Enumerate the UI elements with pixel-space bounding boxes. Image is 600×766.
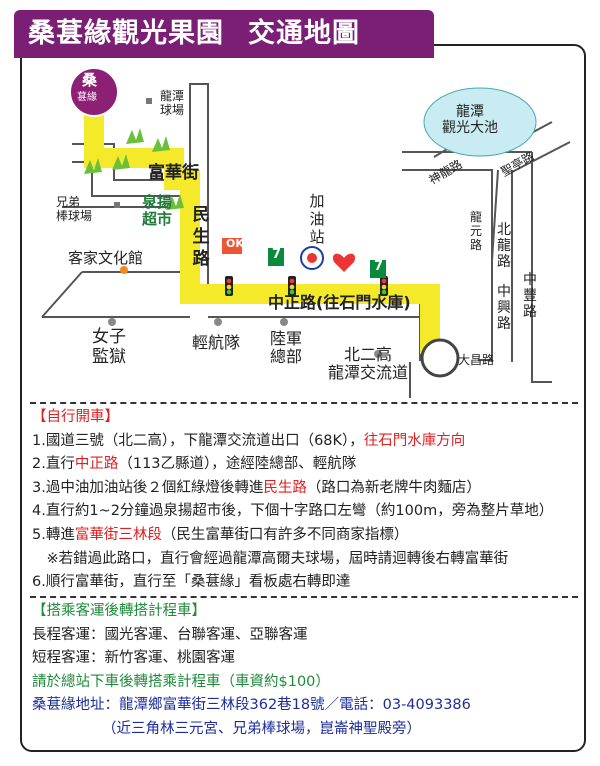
hakka-label: 客家文化館 [68, 249, 144, 267]
minsheng-road-label: 民生路 [192, 205, 210, 269]
prison-dot [108, 318, 116, 326]
seven-eleven-icon [370, 260, 386, 278]
beier-dot [374, 350, 382, 358]
driving-step-2: 2.直行中正路（113乙縣道），途經陸總部、輕航隊 [32, 456, 357, 473]
ok-store-icon [222, 238, 242, 254]
address-line: 桑葚緣地址：龍潭鄉富華街三林段362巷18號／電話：03-4093386 [32, 697, 471, 714]
title-banner: 桑葚緣觀光果園交通地圖 [14, 10, 434, 58]
driving-section: 【自行開車】 1.國道三號（北二高），下龍潭交流道出口（68K），往石門水庫方向… [32, 406, 577, 595]
dachang-road-label: 大昌路 [458, 353, 495, 367]
traffic-map: 桑 葚緣 龍潭 球場 兄弟 棒球場 泉揚 超市 客家文化館 富華街 民生路 加油… [22, 62, 580, 398]
seven-eleven-icon [268, 248, 284, 266]
driving-note: ※若錯過此路口，直行會經過龍潭高爾夫球場，屆時請迴轉後右轉富華街 [32, 550, 509, 567]
driving-step-3: 3.過中油加油站後２個紅綠燈後轉進民生路（路口為新老牌牛肉麵店） [32, 479, 481, 496]
divider [30, 402, 578, 404]
interchange-roundabout [420, 338, 460, 378]
heart-store-icon [332, 253, 356, 272]
zhongxing-road-label: 中興路 [497, 284, 511, 332]
logo-bottom-text: 葚緣 [77, 92, 97, 103]
gas-station-label: 加油站 [309, 192, 325, 246]
page-title: 桑葚緣觀光果園 [28, 18, 224, 49]
longyuan-road-label: 龍元路 [469, 210, 482, 252]
longtan-field-label: 龍潭 球場 [160, 89, 185, 117]
beilong-road-label: 北龍路 [497, 222, 511, 270]
hakka-dot [120, 266, 128, 274]
short-distance-bus: 短程客運：新竹客運、桃園客運 [32, 650, 235, 667]
taxi-instruction: 請於總站下車後轉搭乘計程車（車資約$100） [32, 673, 330, 690]
zhongfeng-road-label: 中豐路 [523, 272, 537, 320]
driving-step-1: 1.國道三號（北二高），下龍潭交流道出口（68K），往石門水庫方向 [32, 432, 466, 449]
quanyang-label: 泉揚 超市 [142, 193, 173, 229]
logo-top-text: 桑 [82, 71, 98, 89]
longtan-lake [423, 87, 537, 157]
army-hq-label: 陸軍 總部 [270, 329, 303, 367]
divider [30, 596, 578, 598]
driving-step-6: 6.順行富華街，直行至「桑葚緣」看板處右轉即達 [32, 574, 351, 591]
driving-step-5: 5.轉進富華街三林段（民生富華街口有許多不同商家指標） [32, 526, 409, 543]
brothers-field-label: 兄弟 棒球場 [56, 195, 93, 223]
seven-eleven-text: 7 [374, 259, 384, 274]
seven-eleven-text: 7 [272, 247, 282, 262]
bus-section: 【搭乘客運後轉搭計程車】 長程客運：國光客運、台聯客運、亞聯客運 短程客運：新竹… [32, 600, 577, 742]
map-roads [41, 67, 571, 398]
grass-icon [84, 128, 184, 210]
driving-step-4: 4.直行約1~2分鐘過泉揚超市後，下個十字路口左彎（約100m，旁為整片草地） [32, 503, 554, 520]
zhongzheng-road-label: 中正路(往石門水庫) [268, 293, 411, 312]
nearby-landmarks: （近三角林三元宮、兄弟棒球場，崑崙神聖殿旁） [102, 720, 421, 737]
bus-header: 【搭乘客運後轉搭計程車】 [32, 603, 206, 619]
traffic-light-icon [225, 276, 388, 296]
page-subtitle: 交通地圖 [248, 18, 360, 49]
aviation-dot [214, 318, 222, 326]
lake-label: 龍潭 觀光大池 [442, 104, 498, 137]
army-dot [280, 318, 288, 326]
driving-header: 【自行開車】 [32, 409, 119, 425]
interchange-label: 北二高 龍潭交流道 [328, 345, 409, 383]
logo [69, 67, 119, 117]
long-distance-bus: 長程客運：國光客運、台聯客運、亞聯客運 [32, 626, 308, 643]
field-marker [146, 98, 152, 104]
ok-store-text: OK [226, 237, 244, 250]
light-aviation-label: 輕航隊 [192, 333, 241, 352]
fuhua-street-label: 富華街 [148, 163, 199, 183]
women-prison-label: 女子 監獄 [92, 327, 126, 367]
brothers-marker [114, 202, 120, 208]
